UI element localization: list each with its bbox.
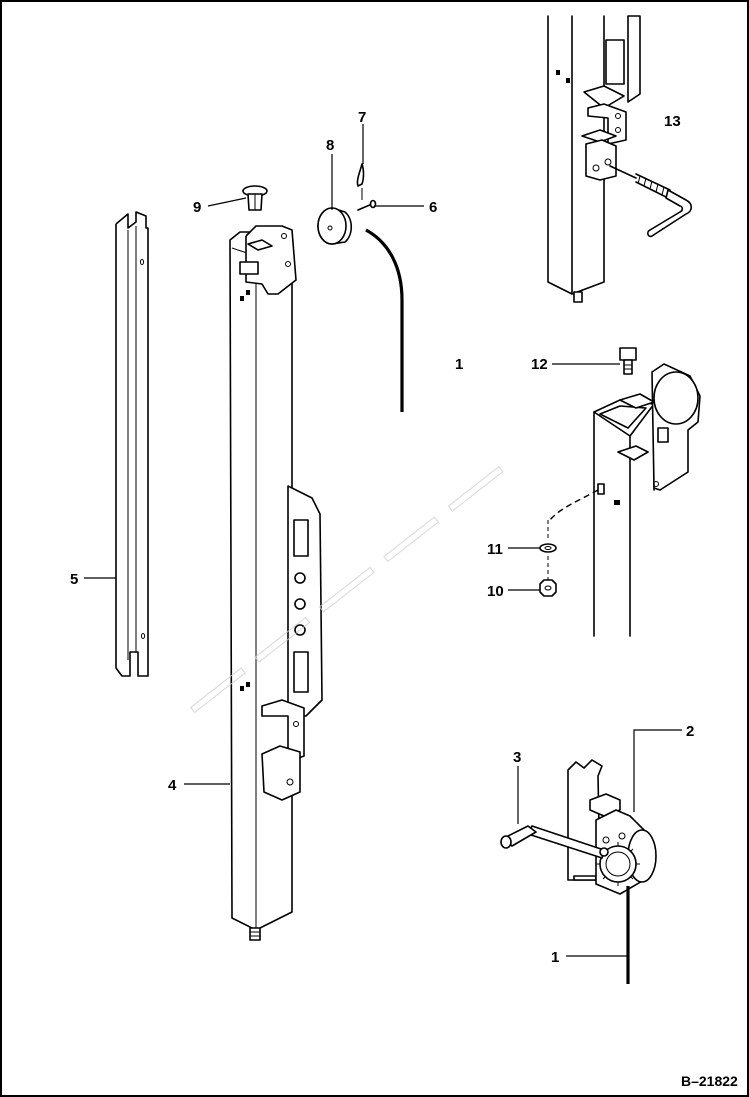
callout-10: 10 — [487, 583, 504, 600]
callout-9: 9 — [193, 199, 201, 216]
part-1-cable — [365, 228, 404, 412]
mast-head-assembly — [539, 347, 701, 637]
callout-3: 3 — [513, 749, 521, 766]
watermark: — — — — — — [167, 436, 521, 735]
part-5-channel — [115, 211, 149, 677]
callout-12: 12 — [531, 356, 548, 373]
part-9-cap — [242, 185, 268, 211]
callout-11: 11 — [487, 541, 503, 558]
callout-1-winch: 1 — [551, 949, 559, 966]
winch-assembly — [500, 759, 657, 984]
callout-4: 4 — [168, 777, 177, 794]
callout-1-main: 1 — [455, 356, 463, 373]
svg-text:— — — — —: — — — — — — [167, 437, 520, 735]
callout-13: 13 — [664, 113, 681, 130]
figure-id: B–21822 — [681, 1073, 738, 1089]
callout-2: 2 — [686, 723, 694, 740]
part-13-mast-top — [547, 15, 693, 303]
callout-8: 8 — [326, 137, 334, 154]
part-6-pin — [357, 199, 377, 211]
callout-5: 5 — [70, 571, 78, 588]
part-4-mast — [229, 225, 323, 941]
part-8-pulley — [317, 207, 353, 245]
leader-lines — [84, 124, 682, 957]
callout-7: 7 — [358, 109, 366, 126]
part-7-cotter-pin — [356, 163, 365, 200]
callout-6: 6 — [429, 199, 437, 216]
